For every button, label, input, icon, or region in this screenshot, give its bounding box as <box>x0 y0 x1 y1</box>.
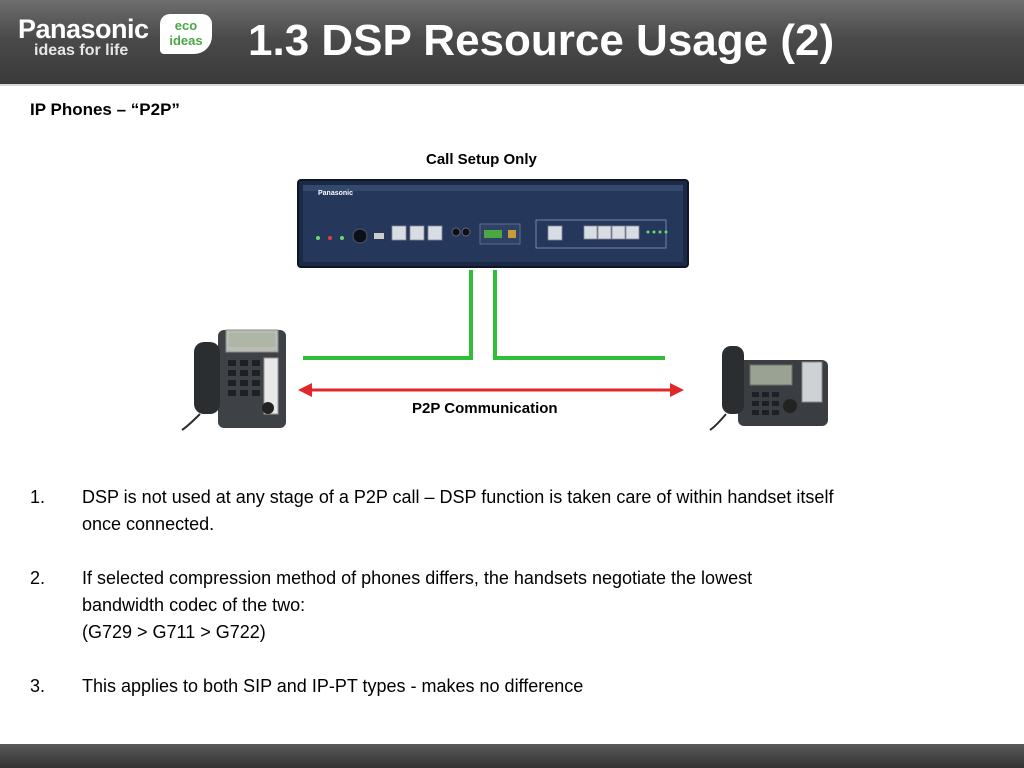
list-item-text: DSP is not used at any stage of a P2P ca… <box>82 487 834 507</box>
list-item: 3. This applies to both SIP and IP-PT ty… <box>30 673 990 700</box>
p2p-arrow <box>298 383 684 397</box>
list-item: 1. DSP is not used at any stage of a P2P… <box>30 484 990 538</box>
p2p-diagram: Panasonic <box>181 179 828 431</box>
footer-bar <box>0 744 1024 768</box>
eco-ideas-badge: eco ideas <box>160 14 212 54</box>
list-item-number: 2. <box>30 568 46 588</box>
right-ip-phone-icon <box>709 346 828 431</box>
list-item-number: 3. <box>30 676 46 696</box>
setup-connection-lines <box>303 270 665 360</box>
brand-logo: Panasonic <box>18 14 149 44</box>
left-ip-phone-icon <box>181 329 286 431</box>
header-bar: Panasonic ideas for life eco ideas 1.3 D… <box>0 0 1024 86</box>
pbx-unit: Panasonic <box>297 179 689 268</box>
eco-badge-line1: eco <box>174 18 198 33</box>
p2p-communication-label: P2P Communication <box>412 400 558 417</box>
brand-tagline: ideas for life <box>34 42 129 59</box>
list-item-text: (G729 > G711 > G722) <box>82 622 266 642</box>
eco-badge-line2: ideas <box>169 33 203 48</box>
pbx-brand-text: Panasonic <box>318 190 353 197</box>
slide-title: 1.3 DSP Resource Usage (2) <box>248 16 835 65</box>
list-item-text: bandwidth codec of the two: <box>82 595 306 615</box>
list-item-number: 1. <box>30 487 46 507</box>
list-item-text: If selected compression method of phones… <box>82 568 753 588</box>
list-item: 2. If selected compression method of pho… <box>30 565 990 646</box>
explanation-list: 1. DSP is not used at any stage of a P2P… <box>30 484 990 727</box>
list-item-text: once connected. <box>82 514 215 534</box>
section-subtitle: IP Phones – “P2P” <box>30 100 180 119</box>
call-setup-label: Call Setup Only <box>426 151 537 168</box>
list-item-text: This applies to both SIP and IP-PT types… <box>82 676 584 696</box>
